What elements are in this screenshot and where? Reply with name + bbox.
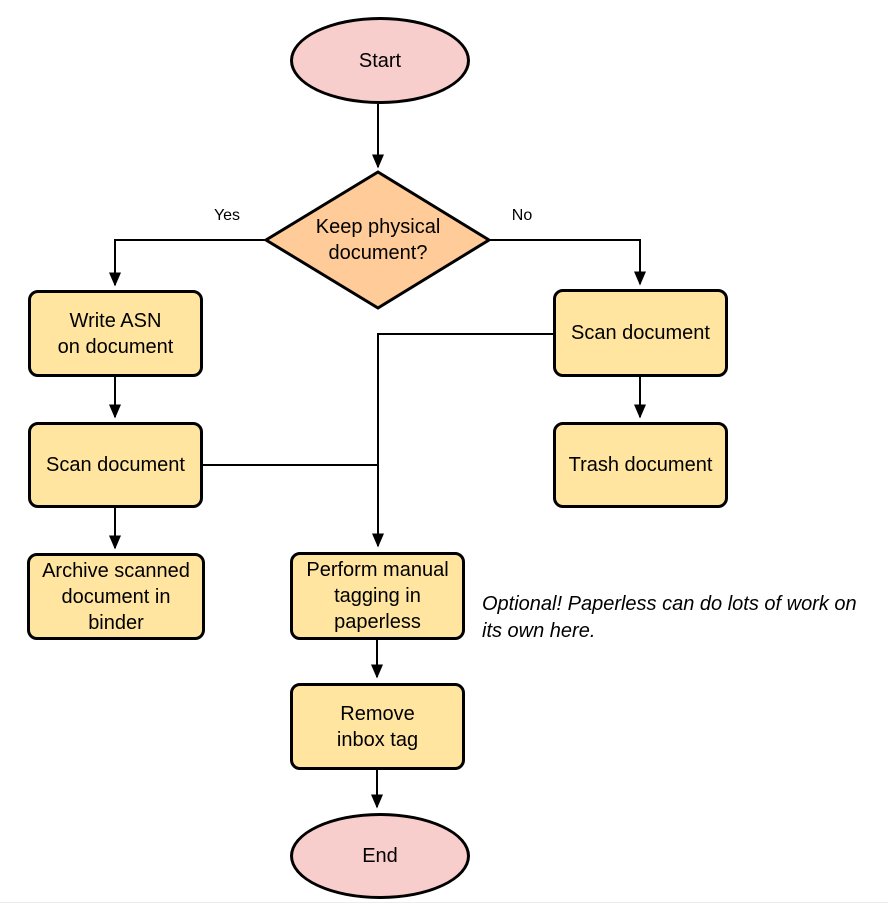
decision-diamond-shape — [263, 170, 492, 310]
node-remove-inbox-tag-label: Remove inbox tag — [336, 702, 419, 751]
node-scan-document-left: Scan document — [28, 422, 203, 508]
node-start-label: Start — [358, 49, 402, 72]
edge-scan-right-to-tagging — [372, 333, 553, 548]
node-decision-label: Keep physical document? — [315, 216, 441, 264]
node-scan-document-right-label: Scan document — [571, 322, 710, 344]
edge-label-yes: Yes — [205, 207, 249, 225]
node-start: Start — [290, 17, 470, 104]
annotation-note: Optional! Paperless can do lots of work … — [482, 593, 857, 642]
node-trash-document-label: Trash document — [568, 454, 713, 476]
edge-decision-no-to-scan-right — [489, 239, 646, 286]
node-manual-tagging: Perform manual tagging in paperless — [290, 552, 465, 640]
node-trash-document: Trash document — [553, 422, 728, 508]
node-remove-inbox-tag: Remove inbox tag — [290, 683, 465, 770]
node-end-label: End — [362, 845, 398, 867]
node-scan-document-left-label: Scan document — [46, 454, 185, 476]
node-manual-tagging-label: Perform manual tagging in paperless — [306, 559, 449, 633]
node-write-asn: Write ASN on document — [28, 290, 203, 377]
node-write-asn-label: Write ASN on document — [57, 309, 174, 358]
node-end: End — [290, 813, 470, 899]
bottom-hairline — [0, 902, 888, 903]
edge-decision-yes-to-write-asn — [109, 239, 266, 287]
node-archive-binder: Archive scanned document in binder — [27, 553, 205, 640]
node-decision: Keep physical document? — [287, 204, 469, 276]
node-scan-document-right: Scan document — [553, 289, 728, 377]
edge-label-no: No — [500, 207, 544, 225]
node-archive-binder-label: Archive scanned document in binder — [42, 559, 190, 634]
